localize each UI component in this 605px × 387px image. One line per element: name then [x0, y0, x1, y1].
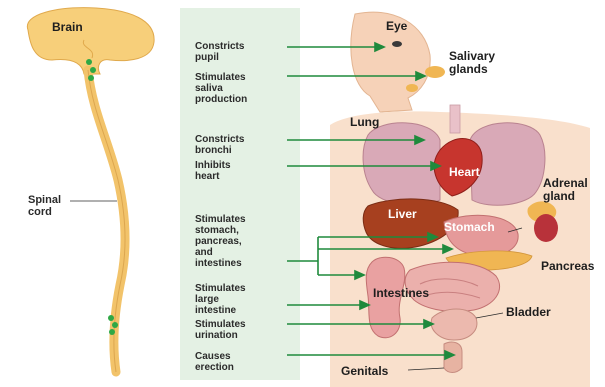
effect-inhibits-heart: Inhibits heart: [195, 160, 231, 182]
effect-stimulates-large-intestine: Stimulates large intestine: [195, 283, 246, 316]
effect-causes-erection: Causes erection: [195, 351, 234, 373]
effect-constricts-bronchi: Constricts bronchi: [195, 134, 244, 156]
effect-stimulates-digestion: Stimulates stomach, pancreas, and intest…: [195, 214, 246, 269]
organ-label-heart: Heart: [449, 166, 480, 179]
organ-label-liver: Liver: [388, 208, 417, 221]
organ-label-adrenal-gland: Adrenal gland: [543, 177, 588, 203]
label-spinal-cord: Spinal cord: [28, 194, 61, 218]
effect-stimulates-saliva: Stimulates saliva production: [195, 72, 247, 105]
spinal-cord-shape: [88, 70, 125, 372]
organ-label-genitals: Genitals: [341, 365, 388, 378]
organ-label-intestines: Intestines: [373, 287, 429, 300]
organ-label-stomach: Stomach: [444, 221, 495, 234]
effect-stimulates-urination: Stimulates urination: [195, 319, 246, 341]
effect-constricts-pupil: Constricts pupil: [195, 41, 244, 63]
organ-label-bladder: Bladder: [506, 306, 551, 319]
organ-label-eye: Eye: [386, 20, 407, 33]
organ-label-lung: Lung: [350, 116, 379, 129]
organ-label-salivary-glands: Salivary glands: [449, 50, 495, 76]
organ-label-pancreas: Pancreas: [541, 260, 594, 273]
label-brain: Brain: [52, 21, 83, 34]
